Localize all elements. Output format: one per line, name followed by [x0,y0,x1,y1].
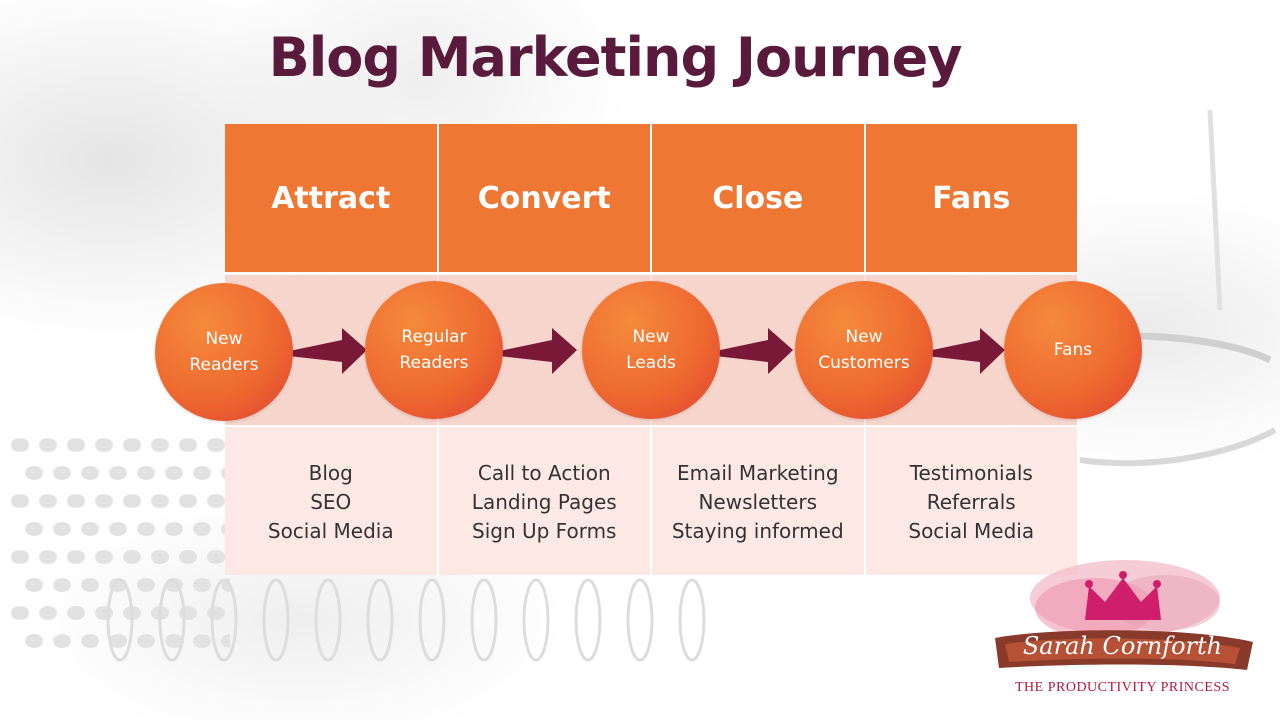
stage-label-line: New [626,324,676,350]
tactic-item: Sign Up Forms [472,517,616,546]
spiral-ring [420,580,444,660]
dot [67,494,85,508]
dot [151,494,169,508]
page-title: Blog Marketing Journey [0,26,1230,89]
brand-logo: Sarah Cornforth THE PRODUCTIVITY PRINCES… [985,558,1260,708]
stage-label-line: Readers [189,352,258,378]
dot [67,550,85,564]
spiral-ring [316,580,340,660]
dot [165,466,183,480]
dot [11,606,29,620]
tactics-close: Email Marketing Newsletters Staying info… [652,427,866,575]
tactic-item: Email Marketing [677,459,839,488]
spiral-ring [576,580,600,660]
spiral-ring [368,580,392,660]
dot [25,634,43,648]
stage-fans: Fans [1004,281,1142,419]
tactics-attract: Blog SEO Social Media [225,427,439,575]
tactic-item: Blog [309,459,353,488]
tactic-item: Testimonials [910,459,1033,488]
dot [53,578,71,592]
dot [39,606,57,620]
tactic-item: Landing Pages [472,488,617,517]
dot [123,494,141,508]
dot [53,466,71,480]
dot [137,522,155,536]
dot [39,550,57,564]
phase-header-row: Attract Convert Close Fans [225,124,1077,272]
dot [11,550,29,564]
stage-label-line: Readers [399,350,468,376]
dot [151,438,169,452]
logo-tagline: THE PRODUCTIVITY PRINCESS [985,680,1260,696]
stage-label-line: Customers [818,350,909,376]
dot [81,522,99,536]
stage-new-readers: New Readers [155,283,293,421]
dot [81,466,99,480]
dot [53,634,71,648]
tactic-item: Social Media [268,517,394,546]
dot [67,438,85,452]
logo-name: Sarah Cornforth [985,632,1260,660]
dot [193,466,211,480]
dot [25,578,43,592]
spiral-ring [680,580,704,660]
tactic-item: Social Media [908,517,1034,546]
dot [137,466,155,480]
tactics-row: Blog SEO Social Media Call to Action Lan… [225,427,1077,575]
dot [39,438,57,452]
spiral-ring [108,580,132,660]
dot [25,522,43,536]
stage-label-line: New [818,324,909,350]
dot [11,438,29,452]
dot [179,438,197,452]
spiral-binding-decoration [90,560,730,690]
dot [67,606,85,620]
spiral-ring [264,580,288,660]
stage-new-leads: New Leads [582,281,720,419]
spiral-ring [472,580,496,660]
tactic-item: SEO [310,488,351,517]
phase-attract: Attract [225,124,439,272]
tactic-item: Newsletters [698,488,817,517]
stage-label-line: New [189,326,258,352]
dot [95,494,113,508]
dot [207,438,225,452]
spiral-ring [524,580,548,660]
tactic-item: Referrals [927,488,1016,517]
stage-label-line: Regular [399,324,468,350]
spiral-ring [628,580,652,660]
stage-label-line: Fans [1054,337,1092,363]
stage-regular-readers: Regular Readers [365,281,503,419]
dot [207,494,225,508]
phase-close: Close [652,124,866,272]
tactic-item: Call to Action [478,459,611,488]
phase-convert: Convert [439,124,653,272]
dot [109,466,127,480]
spiral-ring [160,580,184,660]
dot [109,522,127,536]
stage-label-line: Leads [626,350,676,376]
dot [123,438,141,452]
dot [179,494,197,508]
dot [25,466,43,480]
dot [165,522,183,536]
tactics-convert: Call to Action Landing Pages Sign Up For… [439,427,653,575]
phase-fans: Fans [866,124,1078,272]
dot [193,522,211,536]
dot [39,494,57,508]
spiral-ring [212,580,236,660]
dot [53,522,71,536]
tactic-item: Staying informed [672,517,844,546]
dot [95,438,113,452]
tactics-fans: Testimonials Referrals Social Media [866,427,1078,575]
stage-new-customers: New Customers [795,281,933,419]
dot [11,494,29,508]
